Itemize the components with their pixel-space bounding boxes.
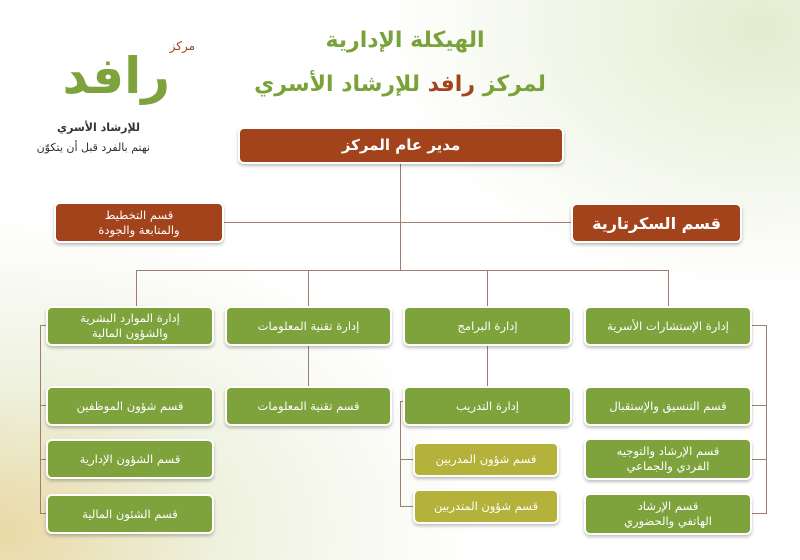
logo-small: مركز — [169, 39, 195, 53]
logo-subtitle: للإرشاد الأسري — [57, 121, 140, 134]
page-title: الهيكلة الإدارية — [325, 28, 485, 53]
dept-programs[interactable]: إدارة البرامج — [403, 306, 572, 346]
dept-family-consultations[interactable]: إدارة الإستشارات الأسرية — [584, 306, 752, 346]
section-coordination[interactable]: قسم التنسيق والإستقبال — [584, 386, 752, 426]
section-it[interactable]: قسم تقنية المعلومات — [225, 386, 392, 426]
section-trainers[interactable]: قسم شؤون المدربين — [413, 442, 559, 477]
secretariat-box[interactable]: قسم السكرتارية — [571, 203, 742, 243]
section-financial-affairs[interactable]: قسم الشئون المالية — [46, 494, 214, 534]
page-subtitle: لمركز رافد للإرشاد الأسري — [254, 72, 546, 97]
section-employees[interactable]: قسم شؤون الموظفين — [46, 386, 214, 426]
dept-it[interactable]: إدارة تقنية المعلومات — [225, 306, 392, 346]
logo-tagline: نهتم بالفرد قبل أن يتكوّن — [36, 141, 150, 154]
logo-brand: رافد — [62, 47, 170, 105]
section-trainees[interactable]: قسم شؤون المتدربين — [413, 489, 559, 524]
dept-training[interactable]: إدارة التدريب — [403, 386, 572, 426]
director-box[interactable]: مدير عام المركز — [238, 127, 564, 164]
section-admin-affairs[interactable]: قسم الشؤون الإدارية — [46, 439, 214, 479]
brand-name: رافد — [427, 72, 476, 97]
logo: مركز رافد للإرشاد الأسري نهتم بالفرد قبل… — [20, 25, 210, 165]
